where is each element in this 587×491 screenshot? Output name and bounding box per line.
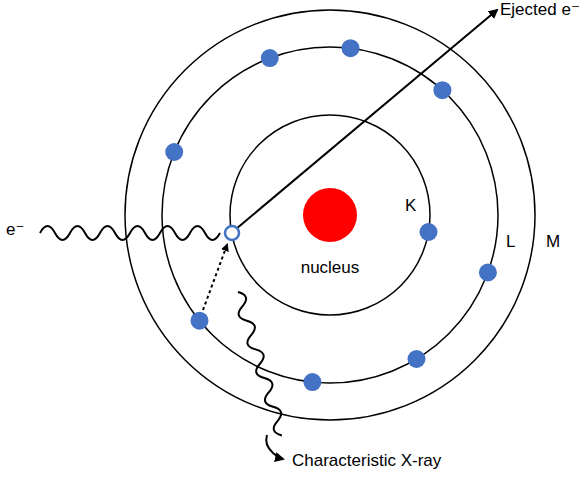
electron [342,39,360,57]
shell-label: M [546,232,560,252]
transition-arrow [203,245,227,310]
electron [479,264,497,282]
xray-arrow [266,435,283,459]
k-shell [230,115,430,315]
nucleus-circle [303,188,357,242]
electron [165,143,183,161]
ejected-label: Ejected e⁻ [500,0,580,20]
electron [420,223,438,241]
incoming-wave [40,226,220,240]
electron [191,312,209,330]
electron [408,350,426,368]
ejected-arrow [236,10,497,229]
electron-vacancy [225,226,239,240]
nucleus-label: nucleus [301,258,360,278]
electron [303,373,321,391]
xray-label: Characteristic X-ray [292,451,441,471]
electron [433,81,451,99]
incoming-label: e⁻ [6,220,24,240]
shell-label: K [405,196,416,216]
shell-label: L [506,232,515,252]
xray-wave [232,290,287,437]
electron [261,49,279,67]
l-shell [162,47,498,383]
m-shell [125,10,535,420]
